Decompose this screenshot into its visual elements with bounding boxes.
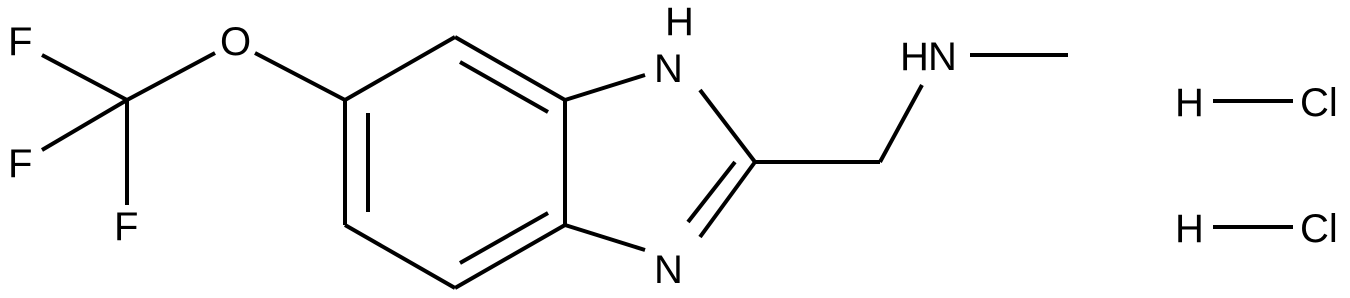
bond-c-o xyxy=(126,51,216,102)
atom-f2: F xyxy=(8,142,32,186)
atom-o: O xyxy=(220,20,251,64)
bond-ch2-nh xyxy=(878,84,924,163)
atom-n-bottom: N xyxy=(654,248,683,292)
salt-2-cl: Cl xyxy=(1300,207,1338,251)
salt-1-cl: Cl xyxy=(1300,81,1338,125)
atom-nh-h: H xyxy=(665,0,694,44)
bond-ring-1 xyxy=(344,35,456,102)
salt-2-h: H xyxy=(1175,207,1204,251)
atom-amine-n: N xyxy=(928,35,957,79)
bond-f1-c xyxy=(41,53,128,102)
bond-c2-n-inner xyxy=(686,160,737,224)
bond-ring-2 xyxy=(454,35,566,102)
bonds xyxy=(40,35,1293,290)
bond-c3a-nh xyxy=(564,73,646,102)
bond-ring-4-inner xyxy=(459,211,549,265)
bond-ring-4 xyxy=(454,223,566,290)
atom-labels: F F F O H N N H N H Cl H Cl xyxy=(8,0,1338,292)
atom-f3: F xyxy=(114,205,138,249)
bond-f2-c xyxy=(40,98,129,152)
bond-o-ring xyxy=(254,51,346,102)
salt-1-h: H xyxy=(1175,81,1204,125)
atom-amine-h: H xyxy=(900,35,929,79)
bond-ring-2-inner xyxy=(459,60,549,114)
bond-ring-5 xyxy=(344,223,456,290)
atom-f1: F xyxy=(8,20,32,64)
bond-nh-c2 xyxy=(698,88,757,164)
bond-n-c7a xyxy=(564,223,646,252)
bond-c2-n xyxy=(698,160,757,239)
atom-nh-n: N xyxy=(654,47,683,91)
